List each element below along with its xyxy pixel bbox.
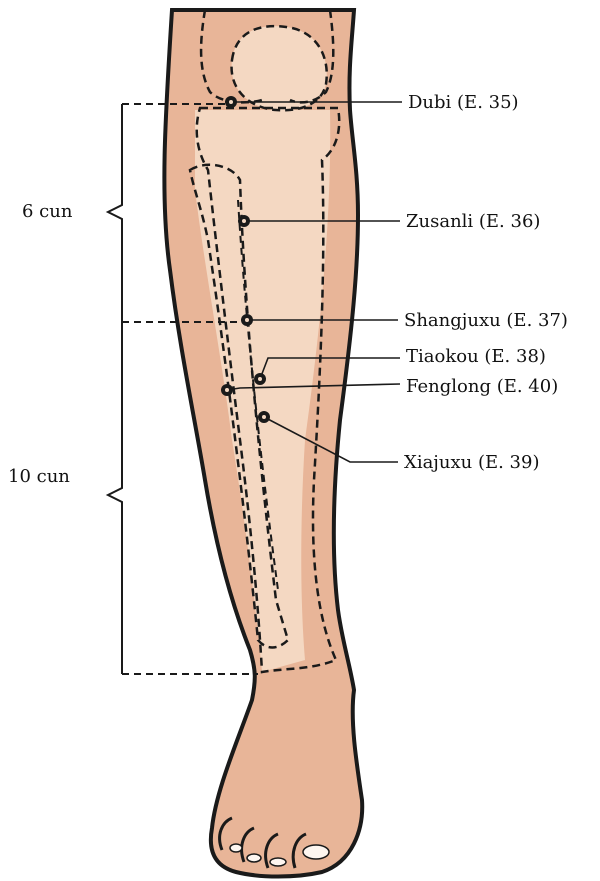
label-tiaokou: Tiaokou (E. 38) <box>406 346 546 367</box>
measure-label-10-cun: 10 cun <box>8 466 70 487</box>
point-fenglong <box>221 384 233 396</box>
point-fenglong-center <box>225 388 229 392</box>
point-xiajuxu-center <box>262 415 266 419</box>
label-fenglong: Fenglong (E. 40) <box>406 376 558 397</box>
point-tiaokou-center <box>258 377 262 381</box>
point-dubi <box>225 96 237 108</box>
point-xiajuxu <box>258 411 270 423</box>
point-tiaokou <box>254 373 266 385</box>
label-shangjuxu: Shangjuxu (E. 37) <box>404 310 568 331</box>
label-xiajuxu: Xiajuxu (E. 39) <box>404 452 539 473</box>
label-dubi: Dubi (E. 35) <box>408 92 519 113</box>
toenail-3 <box>270 858 286 866</box>
point-zusanli <box>238 215 250 227</box>
brace-upper <box>108 104 122 322</box>
measure-label-6-cun: 6 cun <box>22 201 73 222</box>
point-shangjuxu <box>241 314 253 326</box>
toenail-2 <box>247 854 261 862</box>
patella-outline <box>232 26 327 110</box>
point-dubi-center <box>229 100 233 104</box>
brace-lower <box>108 322 122 674</box>
point-zusanli-center <box>242 219 246 223</box>
toenail-1 <box>230 844 242 852</box>
point-shangjuxu-center <box>245 318 249 322</box>
label-zusanli: Zusanli (E. 36) <box>406 211 540 232</box>
toenail-big <box>303 845 329 859</box>
